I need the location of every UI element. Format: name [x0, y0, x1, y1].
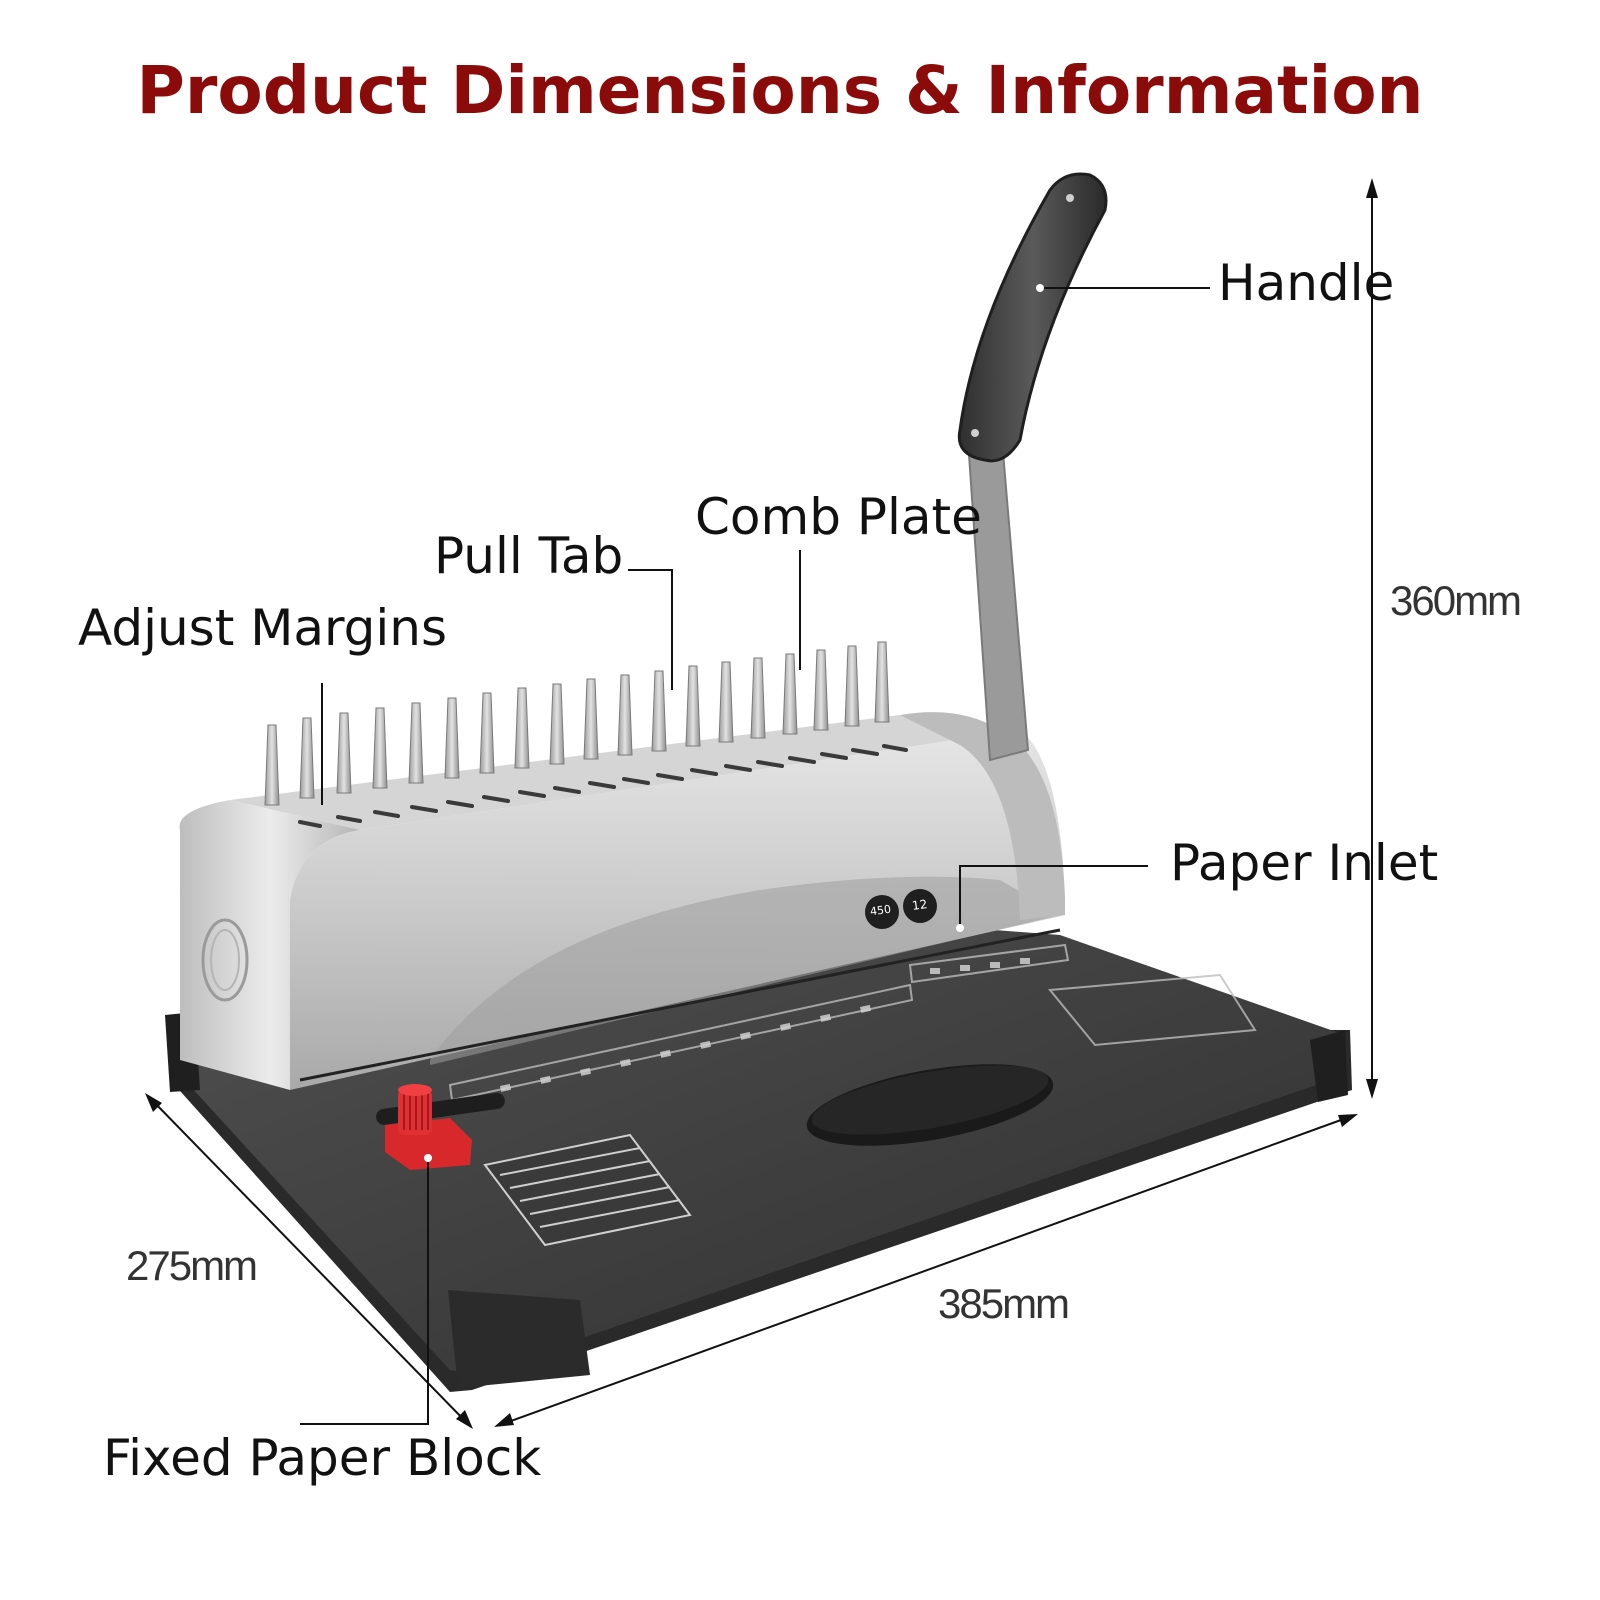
handle-label: Handle	[1218, 254, 1395, 312]
fixed-paper-block-label: Fixed Paper Block	[103, 1429, 542, 1487]
height-dimension: 360mm	[1390, 577, 1522, 624]
paper-inlet-label: Paper Inlet	[1170, 834, 1439, 892]
capacity-badges	[865, 889, 937, 929]
punch-capacity-badge: 12	[911, 897, 929, 913]
comb-plate-pins	[264, 641, 890, 806]
sheet-capacity-badge: 450	[869, 902, 892, 919]
comb-plate-label: Comb Plate	[695, 488, 982, 546]
dimension-arrows	[145, 178, 1378, 1429]
adjust-margins-label: Adjust Margins	[78, 599, 448, 657]
width-dimension: 385mm	[938, 1280, 1070, 1327]
handle-arm	[957, 172, 1108, 762]
depth-dimension: 275mm	[126, 1242, 258, 1289]
page-title: Product Dimensions & Information	[136, 52, 1424, 129]
pull-tab-label: Pull Tab	[434, 527, 624, 585]
binder-body	[179, 712, 1065, 1090]
callout-lines	[300, 284, 1210, 1425]
reference-chart-sticker	[483, 1133, 692, 1247]
fixed-paper-block-knob	[385, 1084, 472, 1170]
